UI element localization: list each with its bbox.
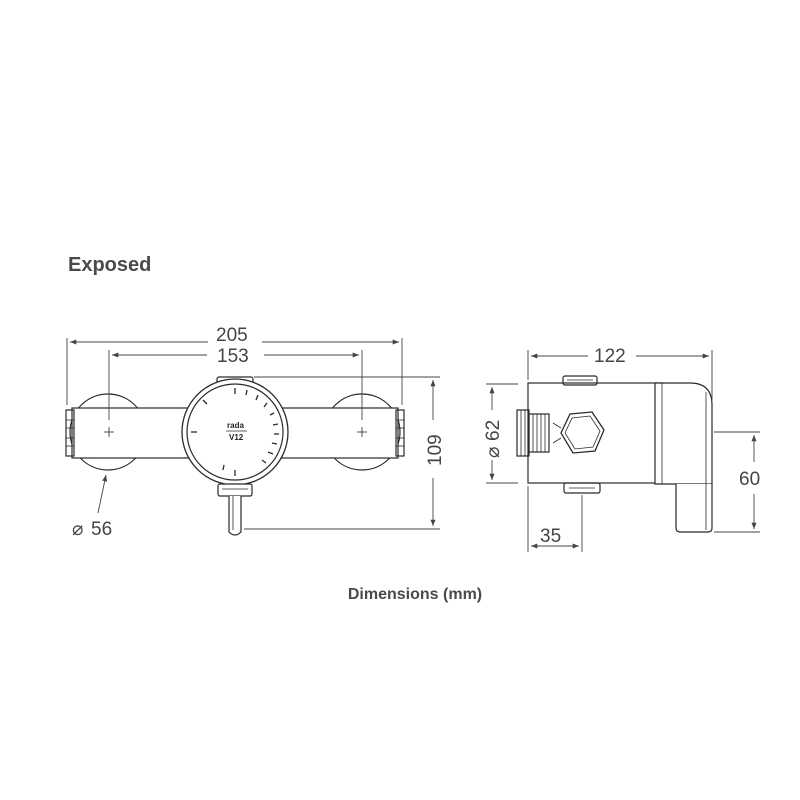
left-end-cap [65,409,75,457]
height-label: 109 [425,434,446,466]
outlet-lever [217,483,253,536]
control-knob-outer [181,378,289,486]
outlet-diameter-label: 62 [483,420,504,441]
wall-leg [675,484,713,533]
model-text: V12 [229,433,244,442]
dim-overall-width: 205 [66,325,403,405]
overall-width-label: 205 [216,325,248,346]
dimensions-caption: Dimensions (mm) [347,586,483,603]
right-centre-mark [357,427,367,437]
dim-outlet-diameter: ⌀ 62 [483,383,518,484]
backplate-diameter-symbol: ⌀ [72,519,83,540]
front-view: rada V12 [65,376,405,536]
backplate-diameter-label: 56 [91,519,112,540]
hex-nut [552,411,605,454]
control-knob-inner [186,383,284,481]
outlet-offset-label: 35 [540,526,561,547]
rear-cover [654,382,713,485]
right-height-label: 60 [739,469,760,490]
diagram-title: Exposed [68,254,152,276]
depth-label: 122 [594,346,626,367]
right-end-cap [395,409,405,457]
side-view [516,375,713,533]
side-bottom-outlet [563,482,601,494]
dim-right-height: 60 [714,431,760,533]
dim-outlet-offset: 35 [527,486,583,552]
outlet-diameter-symbol: ⌀ [483,447,504,458]
dim-height: 109 [244,376,446,530]
centres-label: 153 [217,346,249,367]
dim-backplate-diameter: ⌀ 56 [72,474,112,540]
dim-centres: 153 [108,346,363,420]
dim-depth: 122 [527,346,713,400]
knob-scale [191,388,279,476]
brand-logo-text: rada [227,421,244,430]
left-centre-mark [104,427,114,437]
side-top-clip [562,375,598,386]
inlet-threads [516,409,550,457]
